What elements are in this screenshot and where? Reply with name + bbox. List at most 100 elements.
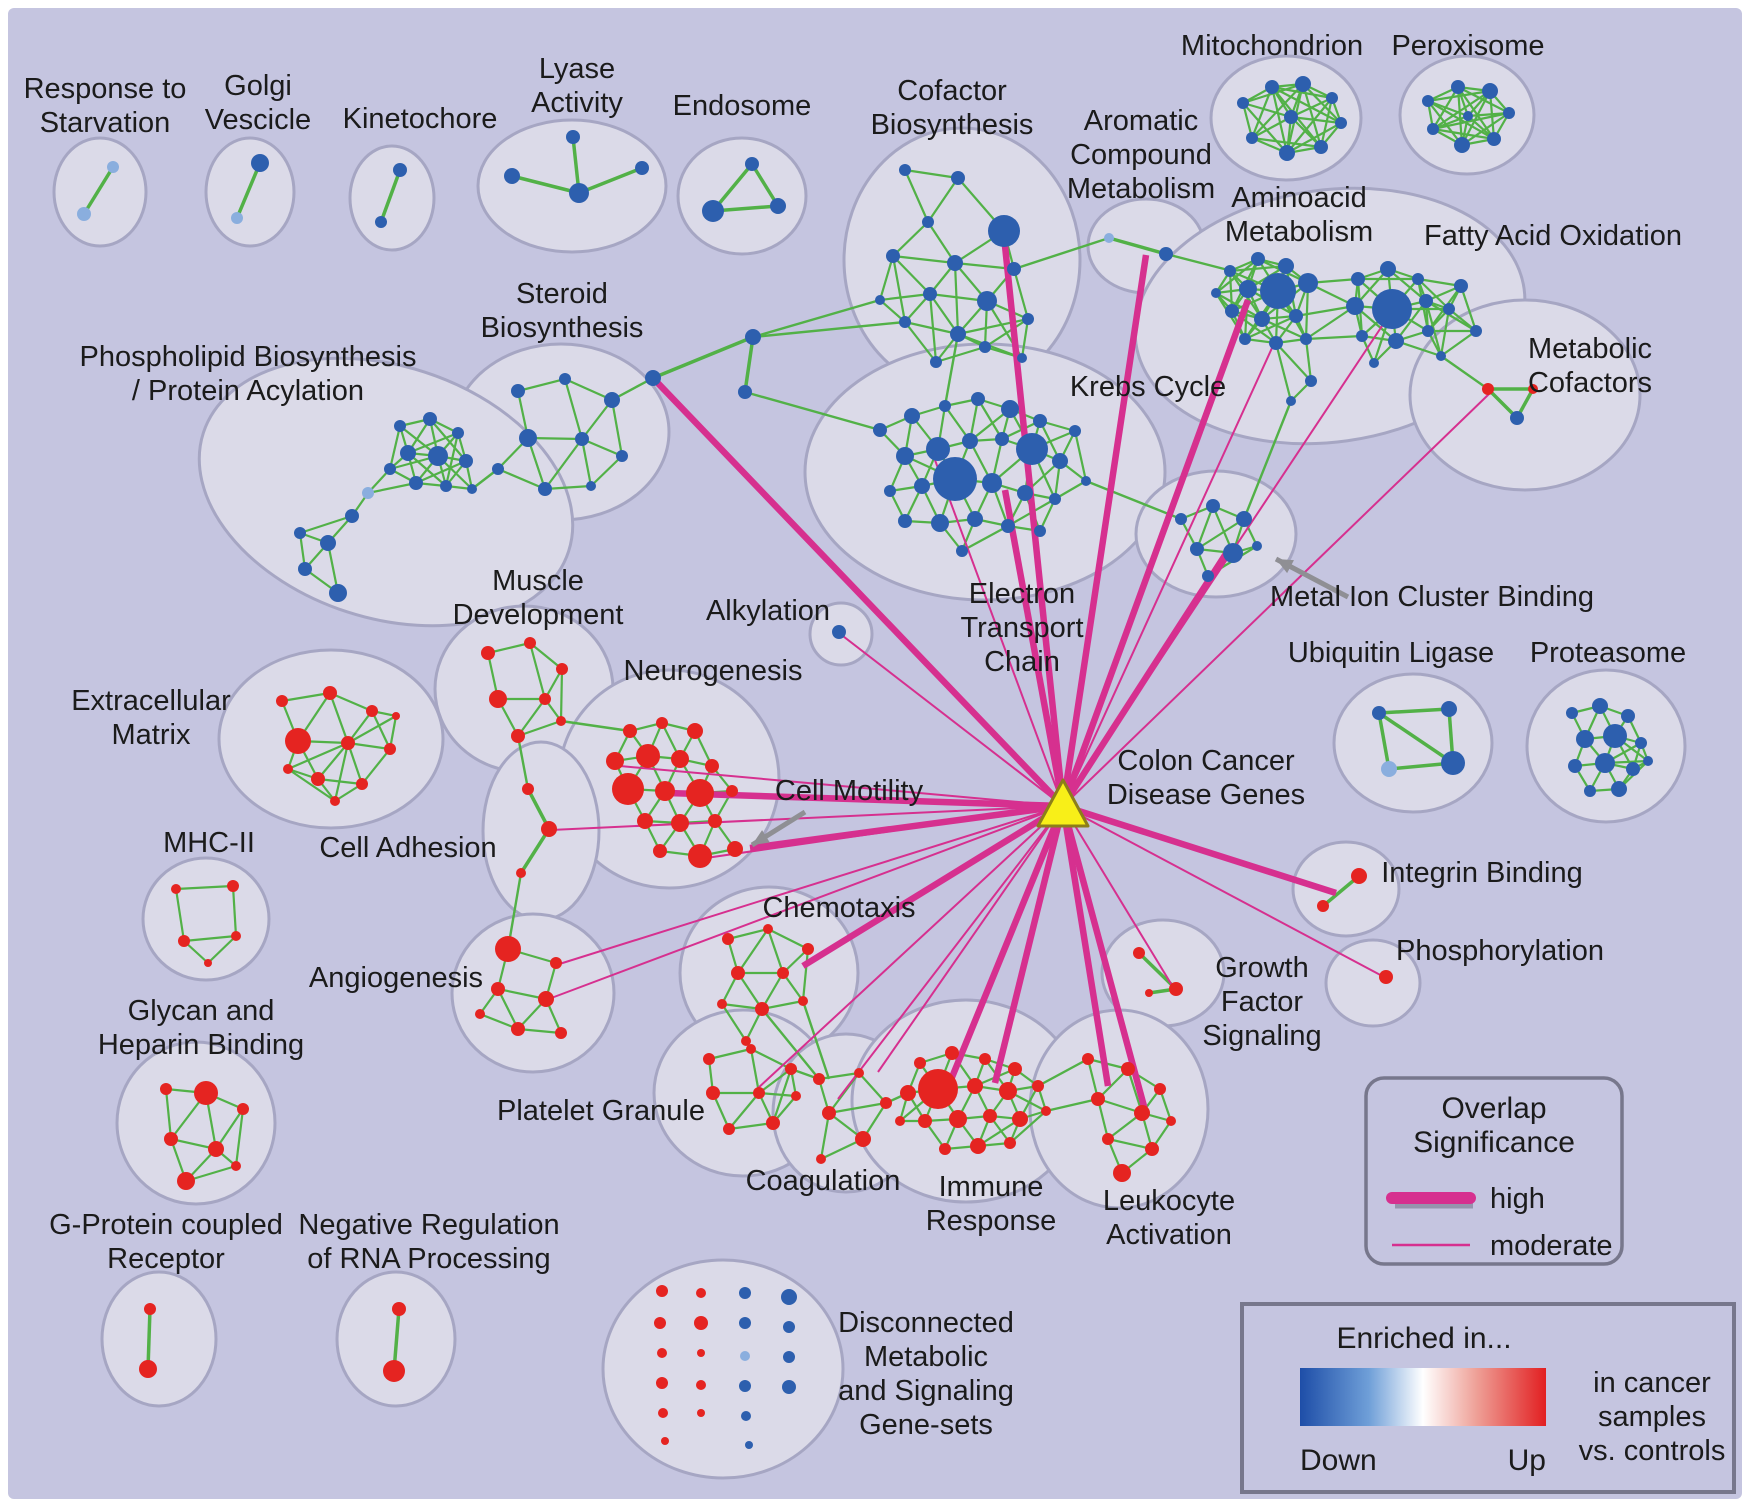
gene-set-node <box>702 200 724 222</box>
gene-set-node <box>1482 383 1494 395</box>
gene-set-node <box>657 1348 667 1358</box>
gene-set-node <box>783 1321 795 1333</box>
gene-set-edge <box>1295 304 1356 318</box>
gene-set-node <box>227 880 239 892</box>
gene-set-node <box>1206 499 1220 513</box>
gene-set-node <box>1145 989 1153 997</box>
gene-set-edge <box>1305 334 1363 341</box>
gene-set-edge <box>1274 342 1293 402</box>
gene-set-edge <box>1251 83 1304 139</box>
gene-set-edge <box>728 1121 774 1131</box>
gene-set-node <box>945 1046 959 1060</box>
gene-set-node <box>951 171 965 185</box>
gene-set-node <box>654 1317 666 1329</box>
gene-set-node <box>1223 543 1243 563</box>
gene-set-edge <box>516 735 530 790</box>
gene-set-node <box>1595 753 1615 773</box>
overlap-edge-high <box>801 803 1065 969</box>
gene-set-node <box>979 1053 991 1065</box>
gene-set-edge <box>497 987 547 1001</box>
gene-set-node <box>895 1116 905 1126</box>
gene-set-node <box>423 412 437 426</box>
gene-set-node <box>550 957 562 969</box>
gene-set-node <box>231 1161 241 1171</box>
gene-set-edge <box>1440 355 1489 390</box>
gene-set-node <box>623 724 637 738</box>
cluster-ellipse-phospholipid-protein-acylation <box>197 356 575 628</box>
gene-set-edge <box>361 748 391 785</box>
gene-set-node <box>384 463 396 475</box>
gene-set-edge <box>766 928 785 974</box>
gene-set-edge <box>903 169 930 223</box>
gene-set-node <box>914 478 930 494</box>
gene-set-node <box>539 693 551 705</box>
gene-set-node <box>1372 706 1386 720</box>
gene-set-edge <box>580 438 593 487</box>
gene-set-node <box>606 752 624 770</box>
gene-set-node <box>1317 900 1329 912</box>
colon-cancer-hub-triangle <box>1036 778 1090 828</box>
gene-set-edge <box>750 1048 792 1070</box>
overlap-edge-high <box>1062 802 1337 897</box>
gene-set-edge <box>183 934 237 943</box>
gene-set-edge <box>1215 292 1263 320</box>
gene-set-node <box>1091 1092 1105 1106</box>
gene-set-node <box>1175 513 1187 525</box>
gene-set-node <box>1351 272 1365 286</box>
gene-set-edge <box>752 320 906 339</box>
gene-set-edge <box>347 715 397 744</box>
gene-set-node <box>559 373 571 385</box>
gene-set-node <box>783 1351 795 1363</box>
gene-set-edge <box>977 1118 1021 1147</box>
gene-set-node <box>144 1303 156 1315</box>
gene-set-edge <box>1290 116 1322 148</box>
gene-set-node <box>1224 265 1236 277</box>
gene-set-node <box>886 249 900 263</box>
gene-set-node <box>1566 707 1578 719</box>
gene-set-node <box>556 716 566 726</box>
gene-set-edge <box>1009 1110 1047 1144</box>
gene-set-edge <box>828 1101 887 1115</box>
gene-set-edge <box>879 292 931 302</box>
gene-set-node <box>671 814 689 832</box>
gene-set-node <box>1082 1053 1094 1065</box>
gene-set-node <box>791 1091 801 1101</box>
gene-set-node <box>208 1141 224 1157</box>
gene-set-edge <box>559 668 564 722</box>
gene-set-node <box>362 487 374 499</box>
gene-set-edge <box>1275 342 1312 382</box>
gene-set-node <box>967 511 983 527</box>
gene-set-node <box>1576 730 1594 748</box>
gene-set-node <box>1379 970 1393 984</box>
gene-set-edge <box>1242 400 1293 520</box>
gene-set-node <box>1102 1133 1114 1145</box>
gene-set-node <box>1001 519 1015 533</box>
gene-set-edge <box>287 768 336 802</box>
gene-set-node <box>1049 493 1061 505</box>
gene-set-node <box>524 637 536 649</box>
gene-set-node <box>1007 262 1021 276</box>
cluster-ellipse-golgi-vescicle <box>204 136 296 248</box>
gene-set-node <box>777 967 789 979</box>
gene-set-edge <box>1461 112 1510 146</box>
pointer-arrowhead <box>1276 559 1294 574</box>
gene-set-node <box>1190 542 1204 556</box>
gene-set-edge <box>1241 102 1254 139</box>
gene-set-edge <box>1195 505 1215 550</box>
overlap-edge-high <box>749 802 1064 852</box>
gene-set-node <box>1252 541 1262 551</box>
gene-set-node <box>1279 145 1295 161</box>
gene-set-node <box>671 750 689 768</box>
gene-set-node <box>1335 117 1347 129</box>
gene-set-edge <box>578 166 643 195</box>
gene-set-node <box>1314 140 1328 154</box>
gene-set-node <box>1069 425 1081 437</box>
label-kinetochore: Kinetochore <box>343 103 498 135</box>
gene-set-node <box>1225 304 1239 318</box>
cluster-ellipse-kinetochore <box>348 144 436 252</box>
